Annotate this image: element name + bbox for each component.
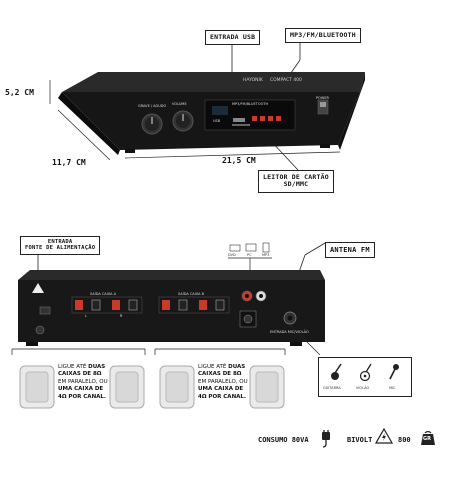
model-name: COMPACT 400 xyxy=(270,78,302,83)
guitar-icon xyxy=(331,363,342,380)
acoustic-guitar-icon xyxy=(359,363,372,381)
channel-r-a: R xyxy=(120,314,123,318)
speaker-group-2: LIGUE ATÉ DUAS CAIXAS DE 8Ω EM PARALELO,… xyxy=(158,358,286,410)
label-entrada-usb: ENTRADA USB xyxy=(205,30,261,46)
knob2-caption: VOLUME xyxy=(172,102,187,106)
input-label-mic: MIC xyxy=(389,386,396,390)
output-b-caption: SAÍDA CAIXA B xyxy=(178,292,205,296)
label-antena-fm: ANTENA FM xyxy=(325,242,375,259)
speaker-instruction-1: LIGUE ATÉ DUAS CAIXAS DE 8Ω EM PARALELO,… xyxy=(58,364,108,400)
source-pc: PC xyxy=(247,253,252,257)
source-mp3: MP3 xyxy=(262,253,270,257)
channel-l-a: L xyxy=(85,314,87,318)
output-a-caption: SAÍDA CAIXA A xyxy=(90,292,117,296)
label-entrada-fonte: ENTRADA FONTE DE ALIMENTAÇÃO xyxy=(20,236,101,255)
input-label-violao: VIOLÃO xyxy=(356,386,370,390)
front-view-illustration xyxy=(49,40,365,171)
rear-view-illustration xyxy=(11,242,326,355)
speaker-group-1: LIGUE ATÉ DUAS CAIXAS DE 8Ω EM PARALELO,… xyxy=(18,358,146,410)
module-title: MP3/FM/BLUETOOTH xyxy=(232,102,269,106)
source-dvd: DVD xyxy=(228,253,236,257)
dimension-width: 21,5 CM xyxy=(222,156,256,165)
weight-icon: GR xyxy=(420,430,436,446)
mic-caption: ENTRADA MIC/VIOLÃO xyxy=(270,330,309,334)
power-plug-icon xyxy=(322,430,330,448)
label-leitor-cartao: LEITOR DE CARTÃO SD/MMC xyxy=(258,170,334,193)
dimension-depth: 11,7 CM xyxy=(52,158,86,167)
consumo-label: CONSUMO 80VA xyxy=(258,436,309,444)
power-caption: POWER xyxy=(316,96,329,100)
label-mp3-fm-bluetooth: MP3/FM/BLUETOOTH xyxy=(285,28,361,44)
bivolt-label: BIVOLT xyxy=(347,436,373,444)
input-icons-box: GUITARRA VIOLÃO MIC xyxy=(318,357,412,397)
high-voltage-icon xyxy=(375,428,393,444)
brand-logo: HAYONIK xyxy=(243,78,263,83)
dimension-height: 5,2 CM xyxy=(5,88,34,97)
weight-unit: GR xyxy=(423,436,431,442)
knob1-caption: GRAVE / AGUDO xyxy=(138,104,167,108)
module-usb-caption: USB xyxy=(213,119,221,123)
weight-value: 800 xyxy=(398,436,411,444)
microphone-icon xyxy=(389,364,399,380)
input-label-guitarra: GUITARRA xyxy=(323,386,341,390)
speaker-instruction-2: LIGUE ATÉ DUAS CAIXAS DE 8Ω EM PARALELO,… xyxy=(198,364,248,400)
